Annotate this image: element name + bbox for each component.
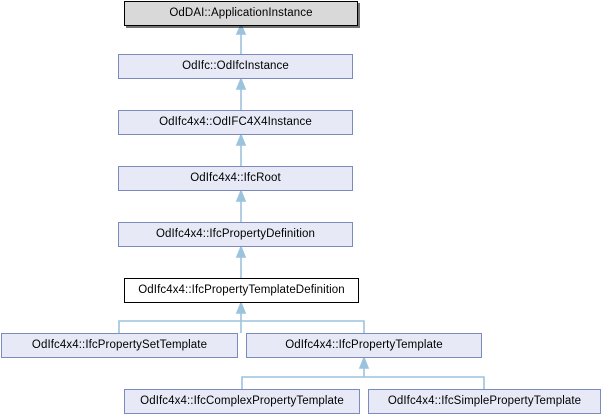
class-node-label: OdIfc4x4::IfcPropertyTemplate <box>285 338 443 351</box>
class-node-ifc-property-set-template[interactable]: OdIfc4x4::IfcPropertySetTemplate <box>1 333 238 358</box>
arrowhead-branch-n5 <box>235 300 247 314</box>
arrowhead-n1-n0 <box>235 23 247 35</box>
class-node-label: OdIfc::OdIfcInstance <box>182 59 289 72</box>
class-node-label: OdIfc4x4::IfcRoot <box>190 171 281 184</box>
class-node-label: OdIfc4x4::IfcSimplePropertyTemplate <box>387 394 582 407</box>
arrowhead-n2-n1 <box>235 76 247 90</box>
class-node-label: OdIfc4x4::OdIFC4X4Instance <box>159 115 312 128</box>
class-node-ifc-simple-property-template[interactable]: OdIfc4x4::IfcSimplePropertyTemplate <box>368 389 601 414</box>
class-node-label: OdIfc4x4::IfcPropertySetTemplate <box>31 338 208 351</box>
class-node-label: OdIfc4x4::IfcComplexPropertyTemplate <box>140 394 344 407</box>
arrowhead-n3-n2 <box>235 132 247 146</box>
class-node-ifc-property-definition[interactable]: OdIfc4x4::IfcPropertyDefinition <box>118 222 353 247</box>
class-node-ifc-root[interactable]: OdIfc4x4::IfcRoot <box>118 166 353 191</box>
class-node-label: OdDAI::ApplicationInstance <box>169 6 313 19</box>
edge-branch-n5 <box>118 320 365 333</box>
class-node-ifc-property-template-definition[interactable]: OdIfc4x4::IfcPropertyTemplateDefinition <box>124 278 359 303</box>
class-node-label: OdIfc4x4::IfcPropertyTemplateDefinition <box>138 283 345 296</box>
arrowhead-n4-n3 <box>235 188 247 202</box>
edge-branch-n7 <box>241 376 485 389</box>
class-node-odifc-instance[interactable]: OdIfc::OdIfcInstance <box>118 54 353 79</box>
class-node-application-instance[interactable]: OdDAI::ApplicationInstance <box>124 1 358 26</box>
class-node-ifc-complex-property-template[interactable]: OdIfc4x4::IfcComplexPropertyTemplate <box>124 389 360 414</box>
arrowhead-n5-n4 <box>235 244 247 258</box>
class-node-ifc-property-template[interactable]: OdIfc4x4::IfcPropertyTemplate <box>246 333 482 358</box>
class-node-label: OdIfc4x4::IfcPropertyDefinition <box>155 227 316 240</box>
arrowhead-branch-n7 <box>358 355 370 369</box>
class-node-odifc4x4-instance[interactable]: OdIfc4x4::OdIFC4X4Instance <box>118 110 353 135</box>
